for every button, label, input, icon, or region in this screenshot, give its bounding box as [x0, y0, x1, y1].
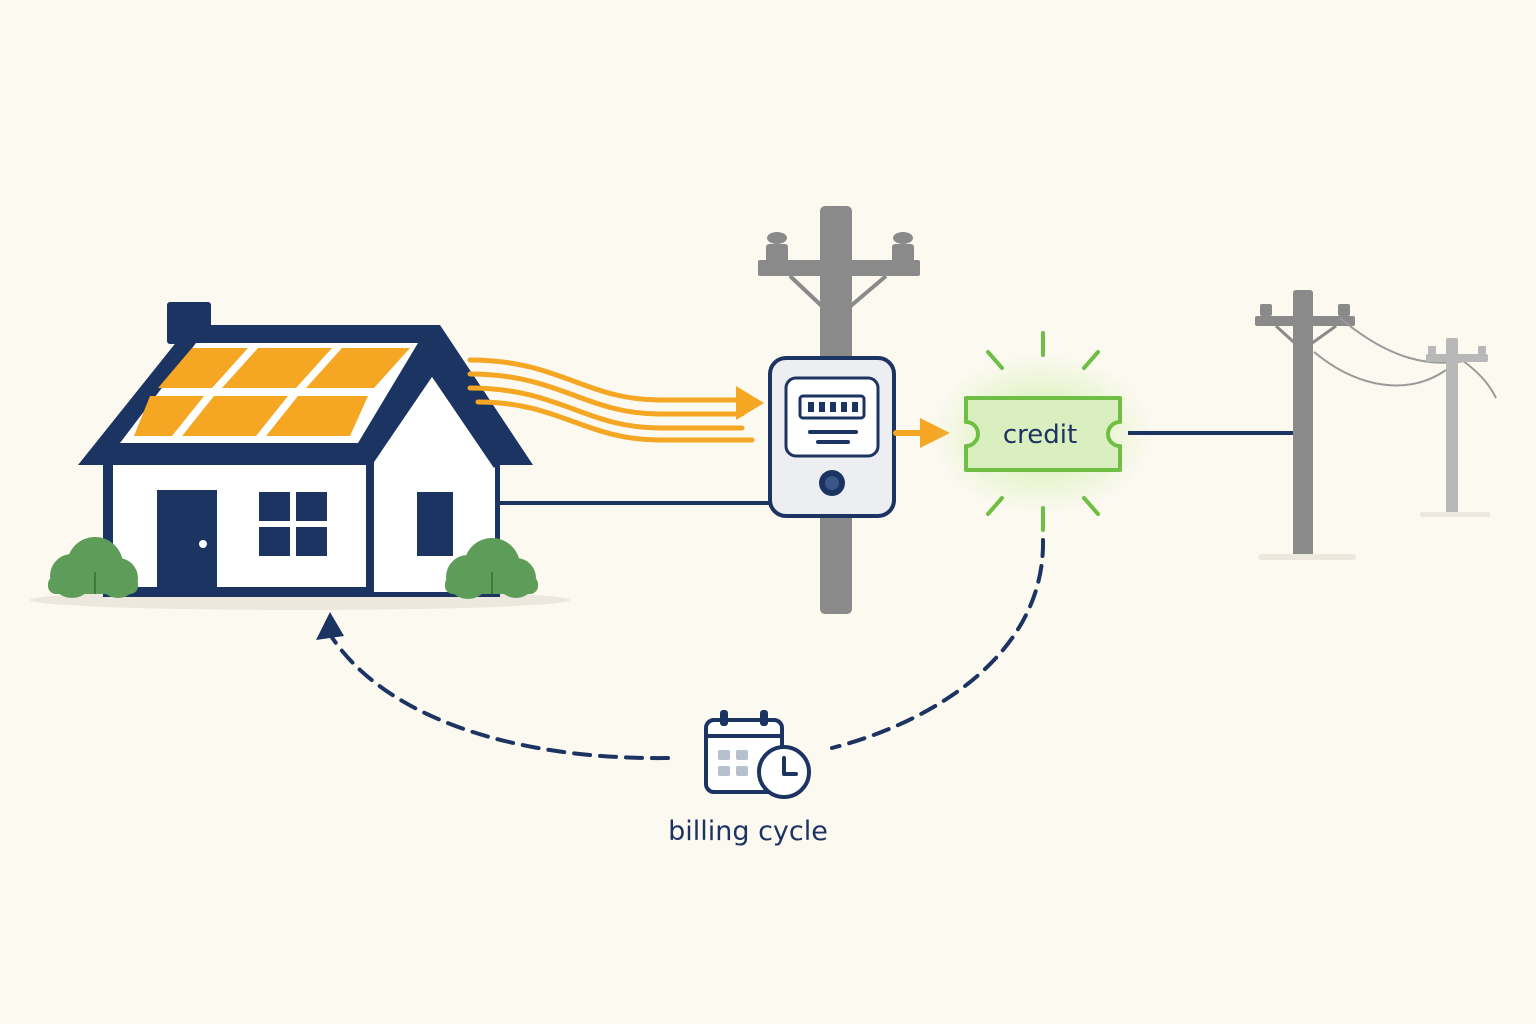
door	[157, 490, 217, 592]
billing-cycle-label: billing cycle	[668, 816, 828, 847]
door-knob	[199, 540, 207, 548]
solar-flow-arrowhead	[736, 386, 764, 420]
gable-edge	[363, 363, 503, 468]
grid-pole-far	[1420, 338, 1490, 517]
credit-label: credit	[1003, 420, 1077, 450]
electric-meter-icon	[768, 356, 896, 518]
bush-left	[48, 537, 138, 598]
window	[259, 492, 327, 556]
credit-ticket-icon	[964, 396, 1122, 472]
calendar-clock-icon	[704, 710, 811, 799]
grid-pole-near	[1255, 290, 1356, 560]
house-icon	[78, 302, 533, 597]
billing-cycle-loop	[324, 538, 1046, 761]
solar-panel-icon	[134, 348, 410, 436]
side-window	[417, 492, 453, 556]
solar-energy-flow	[467, 357, 755, 443]
billing-loop-arrowhead	[316, 612, 344, 640]
credit-sparkles	[986, 331, 1100, 532]
